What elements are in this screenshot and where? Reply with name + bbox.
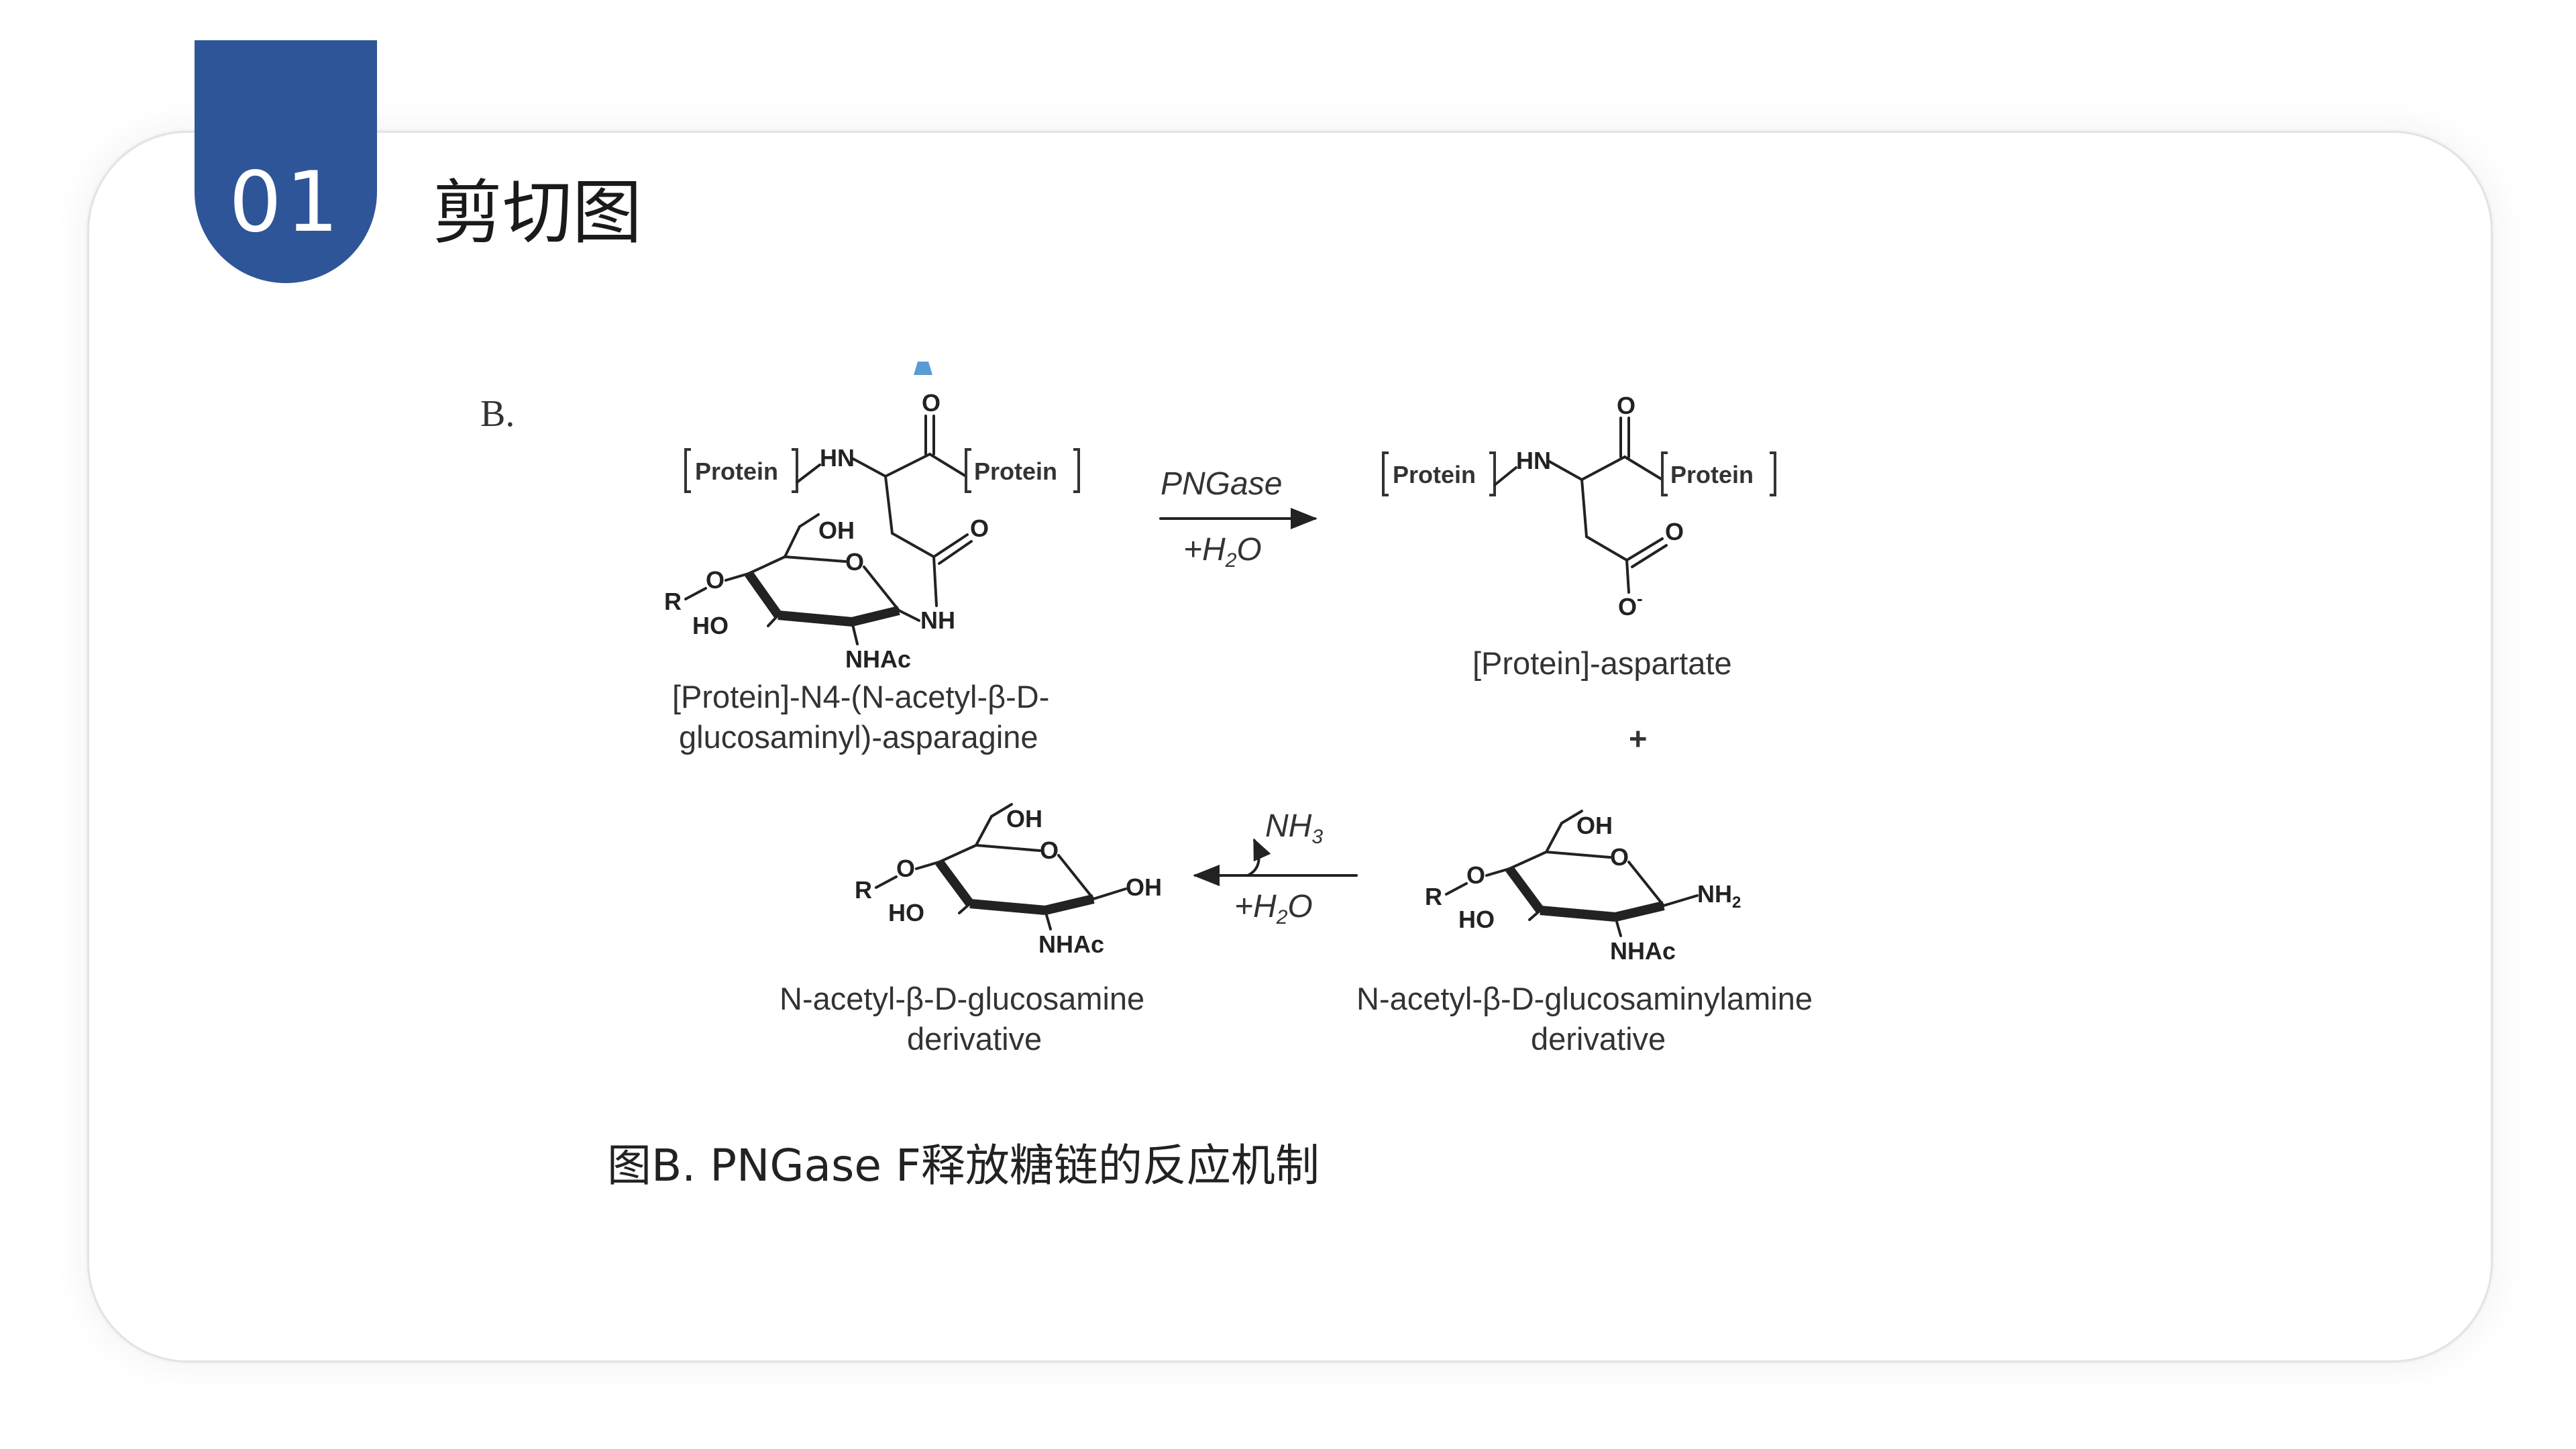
atom-nh: NH [920, 606, 955, 634]
ammonia-label: NH3 [1265, 808, 1323, 848]
pngase-reaction-arrow: PNGase +H2O [1159, 466, 1318, 572]
atom-r: R [855, 876, 872, 904]
atom-o-minus: O- [1618, 588, 1643, 621]
aspartate-structure: Protein HN O Protein O O- [1382, 392, 1776, 621]
atom-nhac: NHAc [845, 645, 911, 673]
atom-o: O [706, 566, 724, 594]
atom-oh: OH [1576, 812, 1613, 839]
substrate-name-line2: glucosaminyl)-asparagine [679, 719, 1038, 755]
enzyme-label: PNGase [1161, 466, 1282, 502]
section-number-tab: 01 [195, 40, 377, 283]
atom-ho: HO [692, 612, 729, 639]
atom-ho: HO [1458, 906, 1495, 933]
slide-title: 剪切图 [433, 172, 643, 254]
water-label: +H2O [1183, 532, 1262, 572]
atom-hn: HN [820, 444, 855, 472]
reaction-figure: B. Protein HN O Protein O NH [470, 339, 1932, 1114]
atom-r: R [664, 588, 682, 615]
atom-o: O [1466, 861, 1485, 889]
protein-tag: Protein [1670, 461, 1754, 488]
atom-nhac: NHAc [1038, 930, 1104, 958]
protein-tag: Protein [974, 458, 1057, 485]
protein-tag: Protein [695, 458, 778, 485]
hydrolysis-arrow: NH3 +H2O [1193, 808, 1358, 928]
plus-sign: + [1629, 720, 1647, 756]
substrate-name-line1: [Protein]-N4-(N-acetyl-β-D- [672, 679, 1049, 714]
figure-caption: 图B. PNGase F释放糖链的反应机制 [607, 1140, 1320, 1191]
glucosaminylamine-name-line2: derivative [1531, 1021, 1666, 1057]
atom-o: O [1665, 518, 1684, 545]
atom-o: O [970, 515, 989, 542]
atom-ho: HO [888, 899, 924, 926]
atom-o: O [1617, 392, 1635, 419]
atom-oh: OH [1126, 873, 1162, 901]
atom-hn: HN [1516, 447, 1551, 474]
panel-label: B. [480, 393, 515, 435]
atom-nhac: NHAc [1610, 937, 1676, 965]
atom-oh: OH [1006, 805, 1042, 833]
water-label: +H2O [1234, 889, 1313, 928]
atom-o: O [896, 855, 915, 882]
atom-o: O [1040, 837, 1059, 864]
blue-triangle-marker-icon [914, 362, 932, 375]
glucosamine-name-line2: derivative [907, 1021, 1042, 1057]
protein-tag: Protein [1393, 461, 1476, 488]
atom-o: O [922, 389, 941, 417]
glucosamine-structure: O OH O R HO NHAc OH [855, 803, 1162, 958]
section-number: 01 [229, 154, 343, 251]
atom-r: R [1425, 883, 1442, 910]
content-card [87, 131, 2493, 1362]
atom-nh2: NH2 [1697, 880, 1741, 912]
glucosamine-name-line1: N-acetyl-β-D-glucosamine [780, 981, 1144, 1016]
atom-o: O [845, 548, 864, 576]
glucosaminylamine-name-line1: N-acetyl-β-D-glucosaminylamine [1356, 981, 1813, 1016]
substrate-structure: Protein HN O Protein O NH O [664, 389, 1080, 673]
aspartate-name: [Protein]-aspartate [1472, 645, 1732, 681]
glucosaminylamine-structure: O OH O R HO NHAc NH2 [1425, 810, 1741, 965]
atom-o: O [1610, 843, 1629, 871]
atom-oh: OH [818, 517, 855, 544]
